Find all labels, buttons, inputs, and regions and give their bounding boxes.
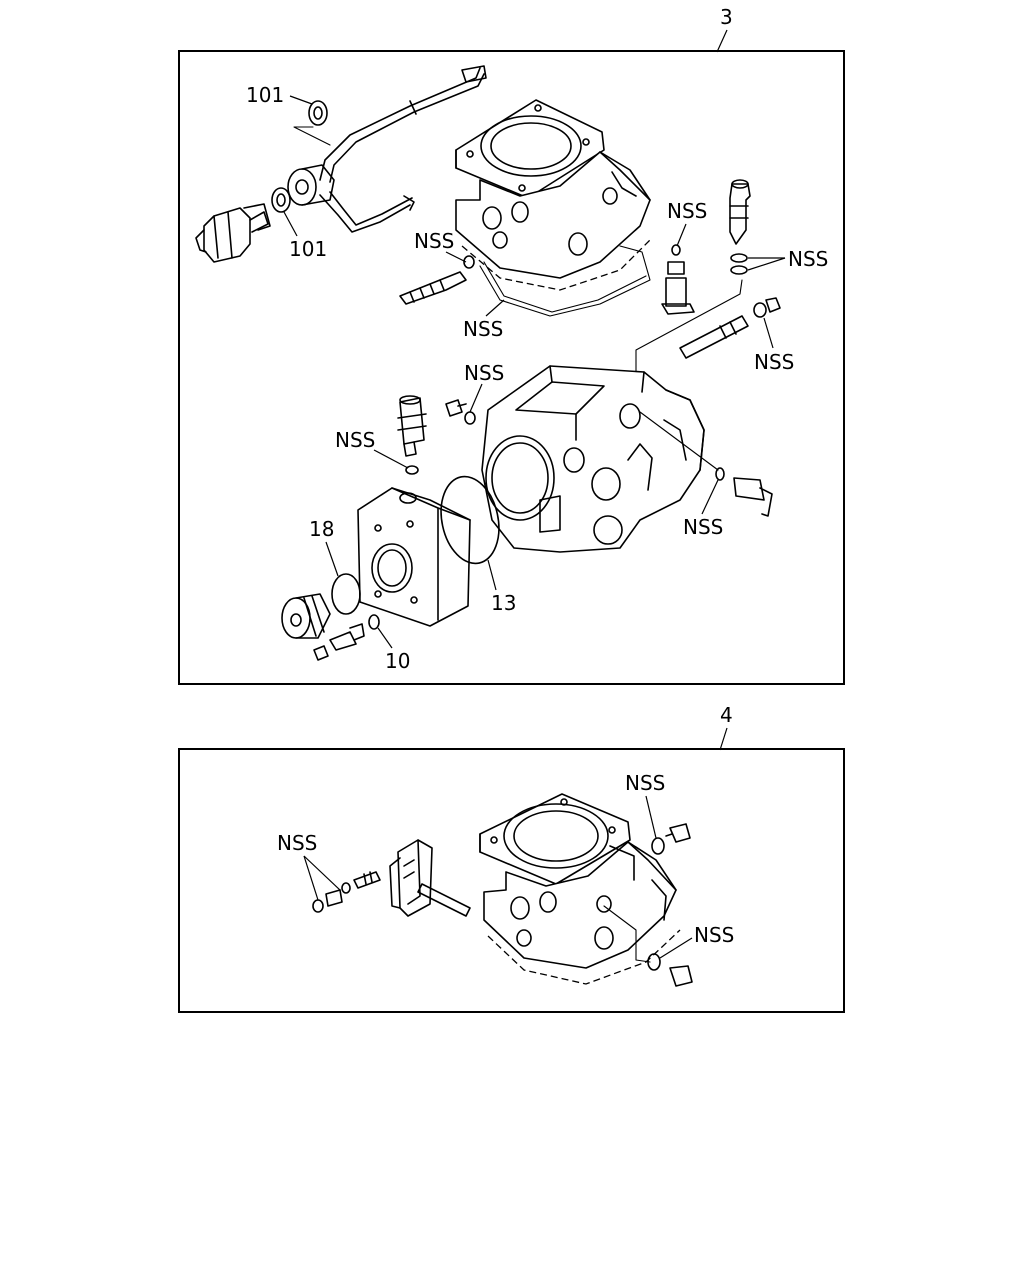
callout-nss-p4-2: NSS <box>625 771 665 795</box>
callout-nss-p4-2-leader <box>645 795 657 839</box>
pin <box>417 883 471 917</box>
panel-3: 3 <box>178 5 845 685</box>
pipe-assembly <box>287 65 487 233</box>
callout-nss-4b-leader <box>747 257 786 271</box>
callout-18-leader <box>325 541 339 577</box>
side-plate <box>357 487 471 627</box>
callout-nss-8: NSS <box>683 515 723 539</box>
callout-13-leader <box>487 559 497 591</box>
callout-nss-7: NSS <box>335 428 375 452</box>
panel-4: 4 <box>178 703 845 1013</box>
callout-nss-7-leader <box>373 449 409 469</box>
callout-nss-8-leader <box>701 479 719 515</box>
bolt-washer-10 <box>313 614 380 661</box>
callout-nss-5-leader <box>763 317 774 349</box>
panel-3-frame <box>178 50 845 685</box>
panel-4-frame <box>178 748 845 1013</box>
callout-nss-p4-1: NSS <box>277 831 317 855</box>
stud-right <box>679 297 781 359</box>
callout-nss-1: NSS <box>414 229 454 253</box>
banjo-bolt <box>195 203 271 263</box>
washer-101-lower <box>271 187 291 213</box>
callout-nss-3-leader <box>676 223 687 247</box>
callout-101-upper: 101 <box>246 83 284 107</box>
callout-nss-6-leader <box>469 383 483 413</box>
callout-nss-5: NSS <box>754 350 794 374</box>
callout-101-upper-leader <box>289 95 313 105</box>
callout-10: 10 <box>385 649 410 673</box>
callout-nss-2: NSS <box>463 317 503 341</box>
callout-nss-p4-1a-leader <box>303 855 319 901</box>
callout-nss-p4-1b-leader <box>303 855 341 891</box>
callout-nss-4: NSS <box>788 247 828 271</box>
throttle-body-upper-4 <box>479 793 681 985</box>
callout-nss-p4-3: NSS <box>694 923 734 947</box>
panel-4-number: 4 <box>720 703 733 727</box>
throttle-body-upper <box>455 99 651 291</box>
bolt-lower-right-4 <box>603 905 693 987</box>
throttle-body-main <box>481 365 705 553</box>
panel-4-leader <box>719 727 728 751</box>
callout-101-lower: 101 <box>289 237 327 261</box>
plug-cap <box>281 593 331 639</box>
stud-fitting-left <box>399 255 475 305</box>
washer-101-upper <box>293 100 331 146</box>
callout-13: 13 <box>491 591 516 615</box>
o-ring-13 <box>440 475 500 565</box>
callout-10-leader <box>377 627 393 649</box>
sensor-middle <box>397 395 427 475</box>
bolt-upper-right-4 <box>651 823 691 855</box>
callout-nss-1-leader <box>445 251 467 263</box>
panel-3-leader <box>716 29 728 53</box>
panel-3-number: 3 <box>720 5 733 29</box>
o-ring-18 <box>331 573 361 615</box>
small-sensor <box>661 244 695 315</box>
callout-nss-p4-3-leader <box>659 937 693 959</box>
callout-nss-2-leader <box>485 299 505 317</box>
callout-101-lower-leader <box>283 211 298 237</box>
callout-nss-3: NSS <box>667 199 707 223</box>
sensor-right <box>639 411 773 517</box>
gasket-upper <box>479 245 651 317</box>
bracket <box>389 839 433 917</box>
callout-18: 18 <box>309 517 334 541</box>
callout-nss-6: NSS <box>464 361 504 385</box>
screw-washers-left <box>312 871 381 913</box>
